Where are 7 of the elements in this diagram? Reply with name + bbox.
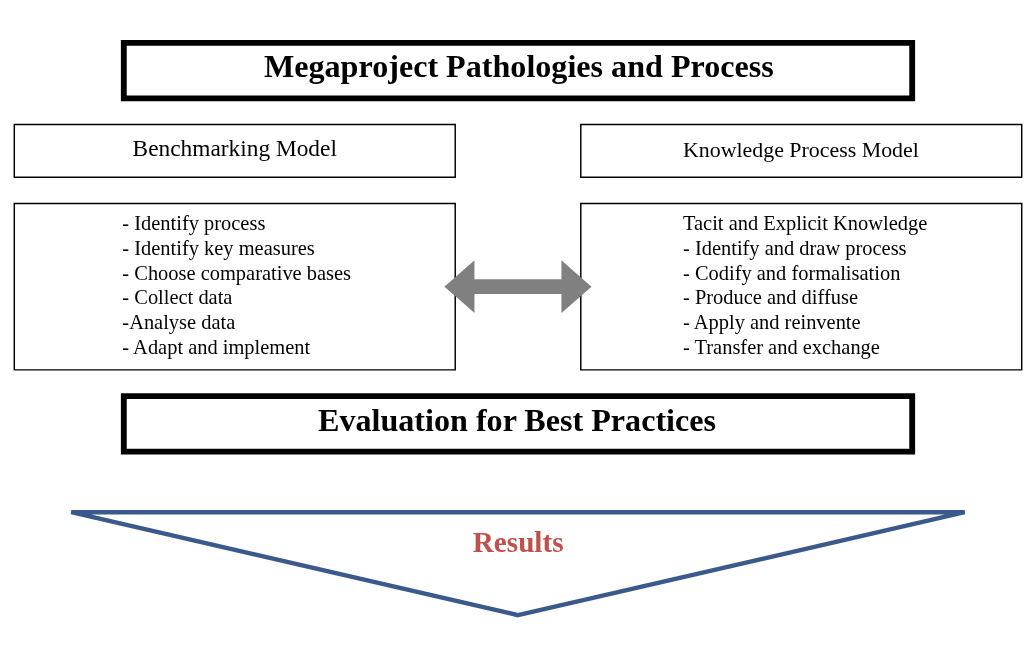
node-box: - Identify process - Identify key measures - Choose comparative bases - Collect data -Analyse data - Adapt and implement: [13, 202, 456, 371]
arrow: [444, 259, 592, 313]
node-box: Megaproject Pathologies and Process: [120, 39, 916, 101]
node-box: Knowledge Process Model: [580, 123, 1023, 178]
node-box: Evaluation for Best Practices: [120, 392, 916, 455]
node-box: Benchmarking Model: [13, 123, 456, 178]
node-box: Tacit and Explicit Knowledge - Identify and draw process - Codify and formalisation - Produce and diffuse - Apply and reinvente - Transfer and exchange: [580, 202, 1023, 371]
